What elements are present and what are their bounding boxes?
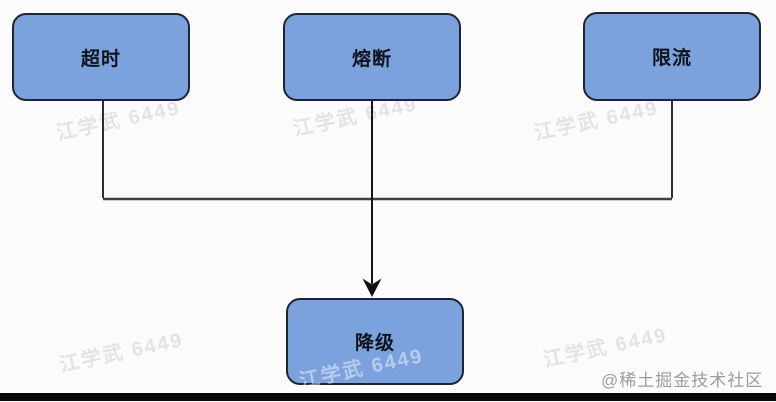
node-limit: 限流 [583, 12, 761, 101]
node-degrade-label: 降级 [354, 333, 395, 354]
node-degrade: 降级 [286, 298, 464, 385]
bottom-bar [0, 393, 776, 401]
node-timeout-label: 超时 [80, 48, 121, 70]
node-limit-label: 限流 [651, 48, 692, 69]
arrowhead [362, 278, 382, 297]
node-fuse-label: 熔断 [351, 48, 392, 70]
node-timeout: 超时 [12, 13, 190, 101]
node-fuse: 熔断 [283, 13, 461, 101]
community-credit: @稀土掘金技术社区 [601, 371, 764, 390]
